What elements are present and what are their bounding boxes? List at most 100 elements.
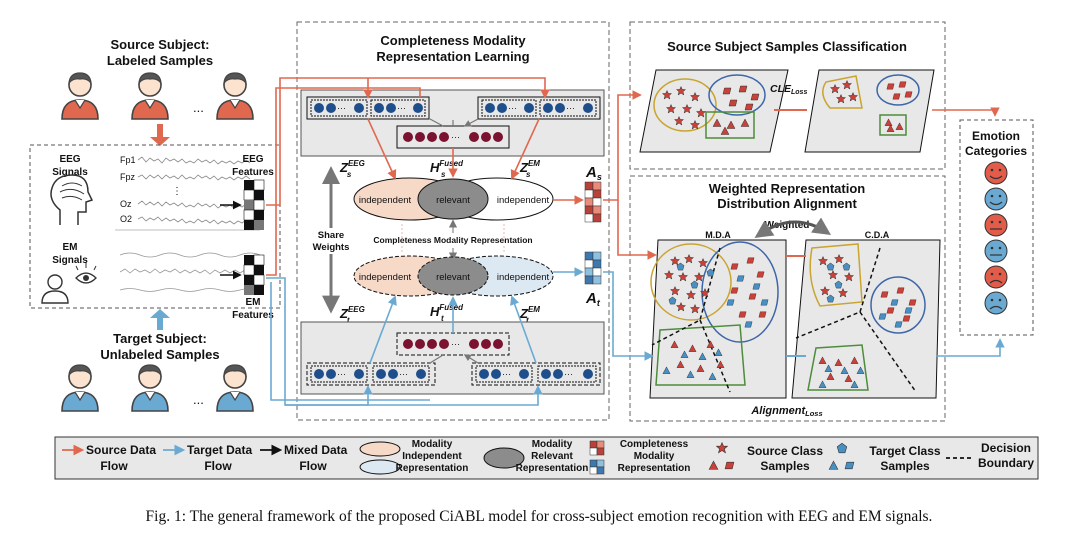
sad-face-red-icon [984, 265, 1008, 289]
channel-fpz: Fpz [120, 172, 136, 182]
legend-modality-relevant: Modality Relevant Representation [483, 439, 588, 474]
eeg-wave [137, 216, 251, 225]
svg-text:Representation: Representation [618, 463, 691, 474]
a-s-label: As [585, 164, 602, 182]
source-subject-title: Source Subject: [111, 37, 210, 52]
svg-text:Modality: Modality [412, 439, 453, 450]
svg-text:···: ··· [508, 103, 517, 113]
svg-text:Target Class: Target Class [869, 444, 940, 458]
indep-label: independent [497, 195, 550, 206]
channel-oz: Oz [120, 199, 132, 209]
happy-face-red-icon [984, 161, 1008, 185]
svg-text:···: ··· [451, 339, 460, 349]
eeg-wave [137, 174, 251, 181]
alignment-title-2: Distribution Alignment [717, 196, 857, 211]
person-eye-icon [41, 263, 97, 304]
eeg-features-label: EEG [242, 154, 263, 165]
em-features-label: EM [246, 297, 261, 308]
legend-target-flow: Target Data Flow [163, 443, 252, 473]
signals-box [29, 144, 281, 309]
eeg-wave [137, 200, 251, 209]
target-person-icon [216, 364, 254, 412]
eeg-features-label-2: Features [232, 167, 274, 178]
eeg-signals-label: EEG [59, 154, 80, 165]
cda-panel [791, 239, 941, 399]
classification-panel-right [804, 69, 935, 153]
target-relevant [417, 256, 489, 296]
em-wave [119, 252, 261, 258]
a-t-label: At [585, 290, 601, 308]
svg-text:···: ··· [399, 369, 408, 379]
target-person-icon [61, 364, 99, 412]
emotion-box [959, 119, 1034, 336]
weighted-arrow [754, 217, 831, 238]
alignment-title: Weighted Representation [709, 181, 866, 196]
svg-text:Source Class: Source Class [747, 444, 823, 458]
a-t-bar [584, 251, 602, 285]
happy-face-blue-icon [984, 187, 1008, 211]
neutral-face-blue-icon [984, 239, 1008, 263]
indep-label: independent [359, 272, 412, 283]
svg-text:···: ··· [451, 132, 460, 142]
svg-text:Modality: Modality [532, 439, 573, 450]
eeg-vertical-dots: ⋮ [172, 186, 182, 197]
target-subject-subtitle: Unlabeled Samples [100, 347, 219, 362]
a-s-bar [584, 181, 602, 223]
alignment-loss-label: AlignmentLoss [750, 405, 822, 418]
target-person-icon [131, 364, 169, 412]
svg-text:Representation: Representation [396, 463, 469, 474]
svg-text:Flow: Flow [204, 459, 232, 473]
cmrl-title-2: Representation Learning [376, 49, 529, 64]
share-weights-label: Share [318, 230, 344, 241]
neutral-face-red-icon [984, 213, 1008, 237]
legend-mixed-flow: Mixed Data Flow [260, 443, 348, 473]
classification-title: Source Subject Samples Classification [667, 39, 907, 54]
indep-label: independent [359, 195, 412, 206]
svg-text:Modality: Modality [634, 451, 675, 462]
target-subject-group: Target Subject: Unlabeled Samples ... [61, 331, 254, 412]
svg-text:···: ··· [397, 103, 406, 113]
em-signals-group: EM Signals [41, 242, 261, 304]
svg-text:Samples: Samples [880, 459, 930, 473]
em-feature-bar [243, 254, 265, 295]
source-person-icon [61, 72, 99, 120]
legend-target-class: Target Class Samples [828, 442, 941, 473]
svg-text:···: ··· [502, 369, 511, 379]
source-subject-subtitle: Labeled Samples [107, 53, 213, 68]
target-ellipsis: ... [193, 392, 204, 407]
svg-text:···: ··· [564, 369, 573, 379]
channel-o2: O2 [120, 214, 132, 224]
legend-modality-independent: Modality Independent Representation [359, 439, 469, 475]
svg-text:···: ··· [337, 369, 346, 379]
legend-decision-boundary: Decision Boundary [946, 441, 1034, 470]
svg-text:Mixed Data: Mixed Data [284, 443, 348, 457]
eeg-wave [137, 156, 251, 165]
svg-text:···: ··· [566, 103, 575, 113]
cmr-label: Completeness Modality Representation [373, 235, 532, 245]
relevant-label: relevant [436, 195, 470, 206]
source-person-icon [131, 72, 169, 120]
classification-panel-left [639, 69, 789, 153]
eeg-signals-label-2: Signals [52, 167, 88, 178]
legend-cmr: Completeness Modality Representation [589, 439, 691, 475]
svg-text:Independent: Independent [402, 451, 462, 462]
cle-loss-label: CLELoss [770, 83, 807, 96]
target-eeg-encoder [306, 362, 436, 386]
source-person-icon [216, 72, 254, 120]
figure-caption: Fig. 1: The general framework of the pro… [145, 508, 933, 525]
source-ellipsis: ... [193, 100, 204, 115]
emotion-title-2: Categories [965, 144, 1027, 158]
em-signals-label-2: Signals [52, 255, 88, 266]
target-subject-title: Target Subject: [113, 331, 207, 346]
eeg-signals-group: EEG Signals Fp1 Fpz Oz O2 ⋮ [50, 154, 260, 231]
sad-face-blue-icon [984, 291, 1008, 315]
framework-diagram: Source Subject: Labeled Samples ... EEG … [29, 21, 1039, 480]
source-relevant [417, 178, 489, 220]
svg-text:Decision: Decision [981, 441, 1031, 455]
svg-text:···: ··· [337, 103, 346, 113]
eeg-feature-bar [243, 179, 265, 230]
